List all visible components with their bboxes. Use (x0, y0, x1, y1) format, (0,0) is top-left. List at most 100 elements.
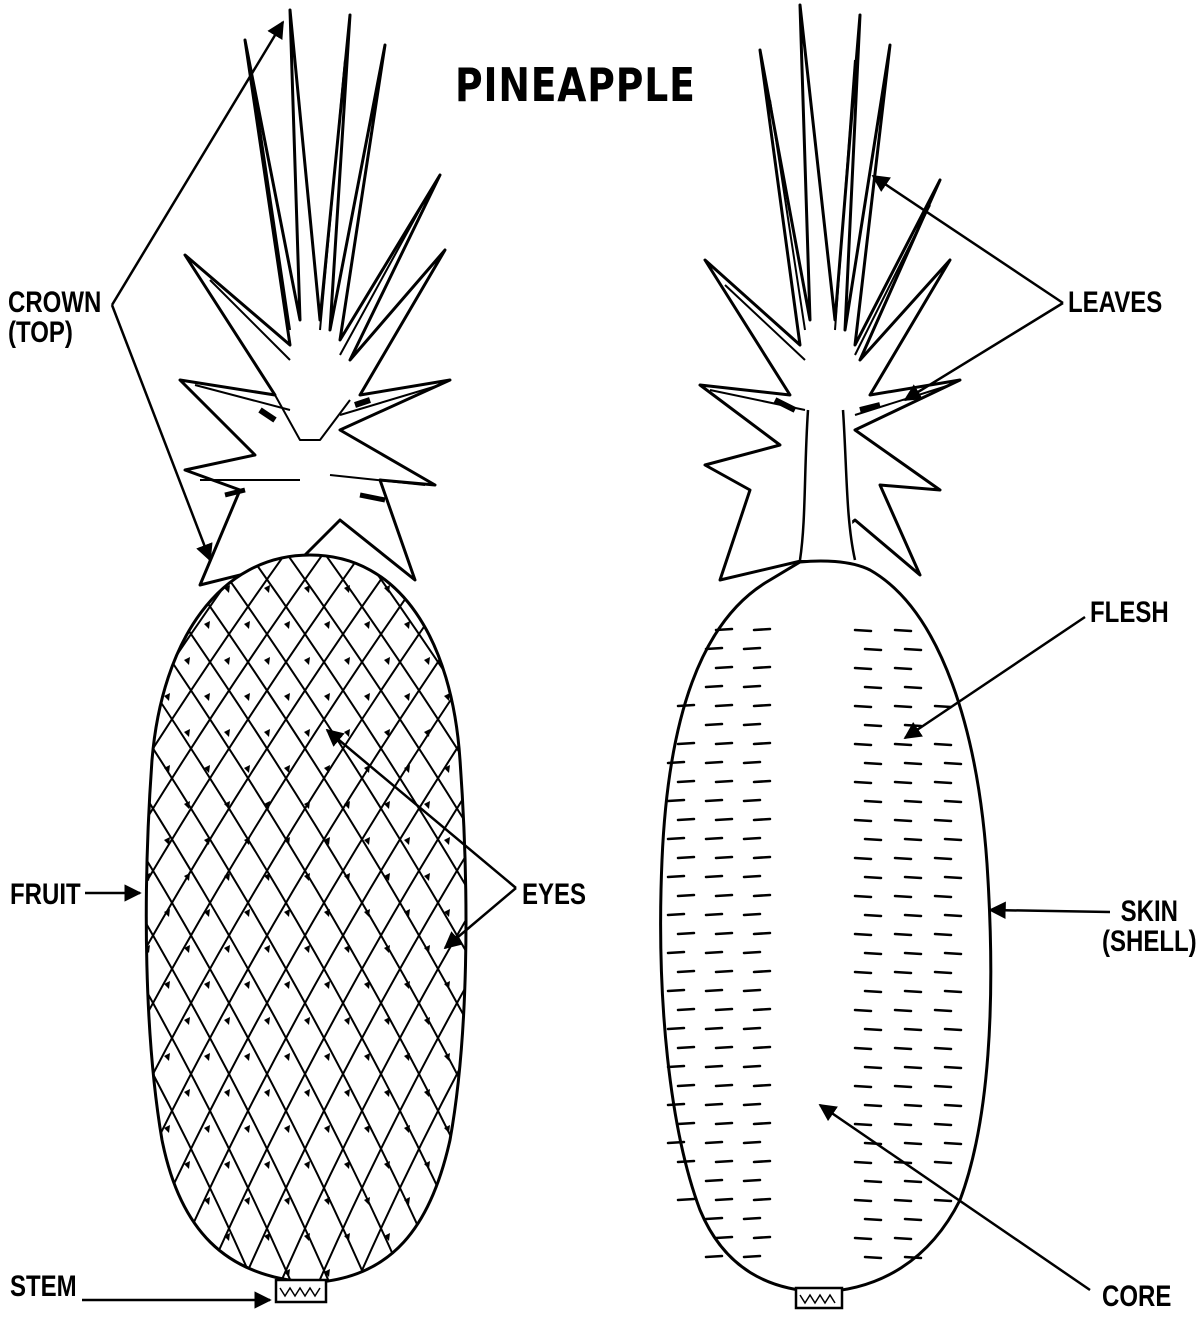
flesh-dash (895, 1086, 911, 1087)
eye-mark (524, 621, 530, 629)
flesh-dash (706, 1142, 722, 1143)
eye-mark (204, 1269, 210, 1277)
flesh-dash (754, 743, 770, 744)
flesh-dash (895, 744, 911, 745)
flesh-dash (855, 858, 871, 859)
flesh-dash (754, 1085, 770, 1086)
flesh-dash (706, 1180, 722, 1181)
flesh-dash (744, 686, 760, 687)
flesh-dash (678, 971, 694, 972)
flesh-dash (754, 705, 770, 706)
flesh-dash (905, 1029, 921, 1030)
flesh-dash (744, 724, 760, 725)
flesh-dash (716, 1237, 732, 1238)
flesh-dash (865, 991, 881, 992)
flesh-dash (716, 1123, 732, 1124)
eye-mark (444, 1197, 450, 1205)
flesh-dash (706, 876, 722, 877)
flesh-dash (905, 763, 921, 764)
eye-mark (424, 585, 430, 593)
eye-mark (104, 657, 110, 665)
eye-mark (244, 1269, 250, 1277)
flesh-dash (865, 1029, 881, 1030)
flesh-dash (706, 1028, 722, 1029)
eye-mark (144, 657, 150, 665)
flesh-dash (855, 668, 871, 669)
eye-mark (124, 621, 130, 629)
flesh-dash (706, 990, 722, 991)
flesh-dash (706, 724, 722, 725)
eye-mark (484, 693, 490, 701)
flesh-dash (706, 952, 722, 953)
eye-mark (424, 1233, 430, 1241)
flesh-dash (706, 648, 722, 649)
eye-mark (524, 1125, 530, 1133)
eye-mark (144, 1233, 150, 1241)
flesh-dash (716, 933, 732, 934)
eye-mark (524, 837, 530, 845)
flesh-dash (744, 1142, 760, 1143)
eye-mark (524, 981, 530, 989)
eye-mark (144, 585, 150, 593)
flesh-dash (945, 877, 961, 878)
flesh-dash (855, 1162, 871, 1163)
flesh-dash (678, 1123, 694, 1124)
eye-mark (124, 837, 130, 845)
eye-mark (524, 765, 530, 773)
eye-mark (164, 621, 170, 629)
flesh-dash (668, 838, 684, 839)
flesh-dash (895, 1010, 911, 1011)
eye-mark (104, 801, 110, 809)
eye-mark (484, 621, 490, 629)
flesh-dash (678, 1161, 694, 1162)
flesh-dash (905, 991, 921, 992)
eye-mark (124, 1269, 130, 1277)
flesh-dash (935, 1162, 951, 1163)
eye-mark (124, 981, 130, 989)
flesh-dash (754, 971, 770, 972)
eye-mark (464, 1233, 470, 1241)
eye-mark (524, 1053, 530, 1061)
flesh-dash (865, 763, 881, 764)
flesh-dash (945, 1067, 961, 1068)
flesh-dash (865, 1067, 881, 1068)
flesh-dash (855, 972, 871, 973)
flesh-dash (706, 1066, 722, 1067)
flesh-dash (865, 725, 881, 726)
flesh-dash (706, 1218, 722, 1219)
flesh-dash (754, 667, 770, 668)
flesh-dash (706, 800, 722, 801)
label-flesh: FLESH (1090, 598, 1169, 628)
flesh-dash (744, 1066, 760, 1067)
skin-diagonal (0, 540, 143, 1300)
flesh-dash (855, 1086, 871, 1087)
flesh-dash (668, 876, 684, 877)
eye-mark (484, 765, 490, 773)
eye-mark (504, 1017, 510, 1025)
flesh-dash (905, 877, 921, 878)
flesh-dash (905, 687, 921, 688)
flesh-dash (935, 782, 951, 783)
flesh-dash (945, 801, 961, 802)
eye-mark (484, 837, 490, 845)
flesh-dash (905, 1105, 921, 1106)
flesh-dash (744, 1104, 760, 1105)
eye-mark (504, 1233, 510, 1241)
flesh-dash (905, 801, 921, 802)
right-cut-fruit (661, 561, 991, 1292)
flesh-dash (935, 1124, 951, 1125)
flesh-dash (935, 934, 951, 935)
flesh-dash (905, 1257, 921, 1258)
eye-mark (124, 1053, 130, 1061)
flesh-dash (895, 1200, 911, 1201)
eye-mark (164, 1197, 170, 1205)
flesh-dash (855, 896, 871, 897)
flesh-dash (668, 1066, 684, 1067)
flesh-dash (865, 915, 881, 916)
flesh-dash (744, 1180, 760, 1181)
flesh-dash (945, 763, 961, 764)
flesh-dash (678, 895, 694, 896)
label-core: CORE (1102, 1282, 1171, 1312)
